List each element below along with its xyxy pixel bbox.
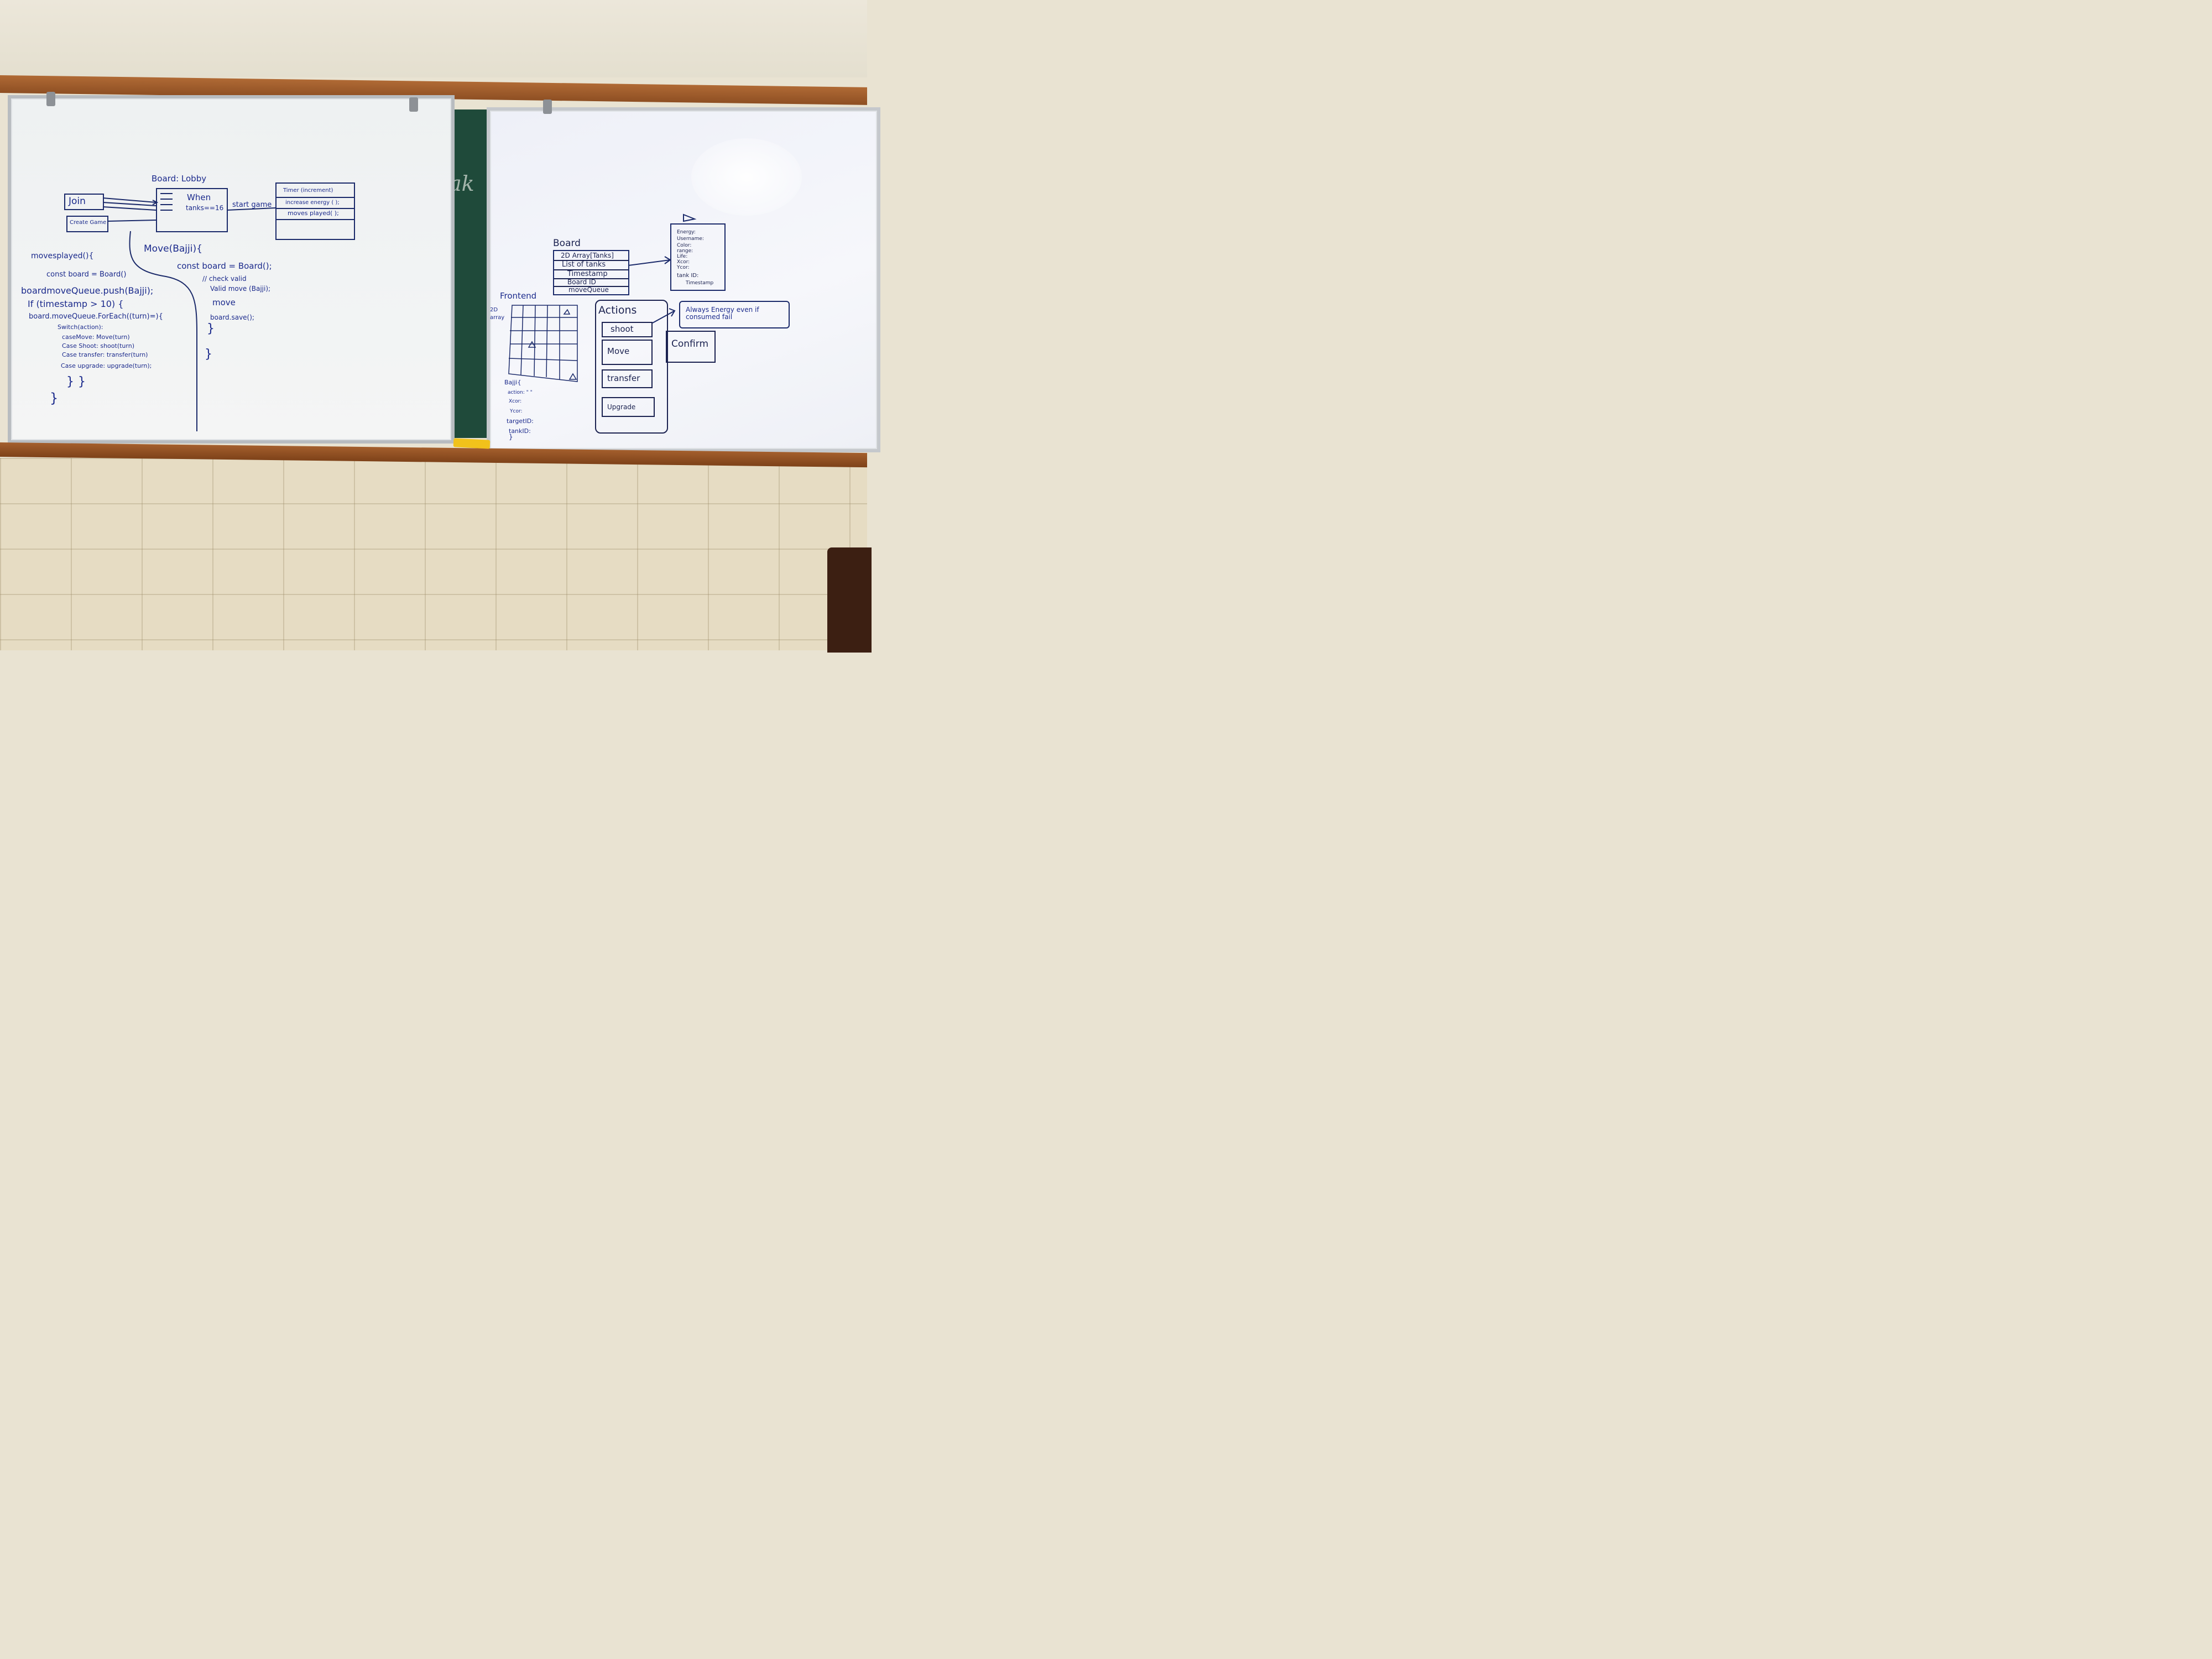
upgrade-label: Upgrade (607, 403, 636, 411)
bajji-line: Bajji{ (504, 379, 521, 386)
board-title: Board (553, 238, 581, 249)
board-clip (409, 97, 418, 112)
bajji-line: action: " " (508, 390, 533, 395)
bajji-line: Xcor: (509, 399, 522, 404)
bajji-line: targetID: (507, 418, 534, 425)
tank-field: tank ID: (677, 273, 699, 279)
code-line: Move(Bajji){ (144, 243, 202, 254)
always-energy-text: Always Energy even if consumed fail (686, 306, 759, 321)
tank-field: Ycor: (677, 265, 690, 270)
shoot-label: shoot (611, 324, 634, 334)
transfer-button[interactable]: transfer (602, 369, 653, 388)
tank-field: Timestamp (686, 280, 714, 286)
code-line: board.moveQueue.ForEach((turn)=){ (29, 312, 163, 321)
board-field: Board ID (567, 278, 596, 286)
array-label: 2D array (490, 307, 505, 321)
board-fields-box: 2D Array[Tanks] List of tanks Timestamp … (553, 250, 629, 295)
board-clip (46, 92, 55, 106)
whiteboard-left (8, 95, 455, 444)
timer-row: moves played( ); (288, 210, 339, 217)
code-line: If (timestamp > 10) { (28, 299, 124, 309)
code-line: caseMove: Move(turn) (62, 333, 130, 341)
code-line: } } (66, 375, 86, 389)
board-field: moveQueue (568, 286, 609, 294)
wall-upper (0, 0, 867, 77)
code-line: } (50, 390, 59, 406)
code-line: board.save(); (210, 314, 254, 321)
tanks-condition: tanks==16 (186, 204, 224, 212)
code-line: // check valid (202, 275, 247, 283)
transfer-label: transfer (607, 373, 640, 383)
move-label: Move (607, 346, 630, 356)
tank-field: Username: (677, 236, 704, 242)
lobby-title: Board: Lobby (152, 174, 207, 184)
chair (827, 547, 872, 653)
marker-drawing-lines (102, 193, 697, 431)
tank-fields-box: Energy: Username: Color: range: Life: Xc… (670, 223, 726, 291)
code-line: Case Shoot: shoot(turn) (62, 342, 134, 349)
frontend-title: Frontend (500, 291, 537, 301)
shoot-button[interactable]: shoot (602, 322, 653, 337)
code-line: boardmoveQueue.push(Bajji); (21, 285, 154, 296)
code-line: const board = Board() (46, 270, 127, 279)
tiled-wall-lower (0, 458, 867, 650)
code-line: move (212, 298, 236, 307)
upgrade-button[interactable]: Upgrade (602, 397, 655, 417)
actions-title: Actions (598, 304, 637, 316)
code-line: const board = Board(); (177, 261, 272, 271)
create-game-label: Create Game (70, 220, 107, 226)
light-glare (691, 138, 802, 216)
code-line: Case upgrade: upgrade(turn); (61, 362, 152, 369)
bajji-line: Ycor: (510, 409, 523, 414)
tank-field: Life: (677, 254, 688, 259)
board-field: List of tanks (562, 260, 606, 269)
board-field: 2D Array[Tanks] (561, 252, 614, 259)
bajji-line: tankID: (509, 427, 531, 435)
create-game-box: Create Game (66, 216, 108, 232)
tank-field: Energy: (677, 229, 696, 235)
board-field: Timestamp (567, 270, 608, 278)
timer-box: Timer (increment) increase energy ( ); m… (275, 182, 355, 240)
tank-field: range: (677, 248, 693, 254)
move-button[interactable]: Move (602, 340, 653, 365)
code-line: } (205, 347, 212, 361)
code-line: Valid move (Bajji); (210, 285, 271, 293)
code-line: Switch(action): (58, 324, 103, 331)
start-game-label: start game (232, 201, 272, 209)
code-line: Case transfer: transfer(turn) (62, 351, 148, 358)
timer-row: Timer (increment) (283, 187, 333, 194)
always-energy-note: Always Energy even if consumed fail (679, 301, 790, 328)
join-box: Join (64, 194, 104, 210)
confirm-button[interactable]: Confirm (666, 331, 716, 363)
when-label: When (187, 192, 211, 202)
confirm-label: Confirm (671, 338, 709, 349)
tank-field: Color: (677, 243, 692, 248)
bajji-line: } (509, 433, 513, 441)
join-label: Join (69, 196, 86, 207)
tank-field: Xcor: (677, 259, 690, 265)
actions-panel: Actions shoot Move transfer Upgrade (595, 300, 668, 434)
code-line: } (207, 322, 215, 336)
board-clip (543, 100, 552, 114)
code-line: movesplayed(){ (31, 252, 94, 260)
timer-row: increase energy ( ); (285, 200, 340, 206)
lobby-box: When tanks==16 (156, 188, 228, 232)
